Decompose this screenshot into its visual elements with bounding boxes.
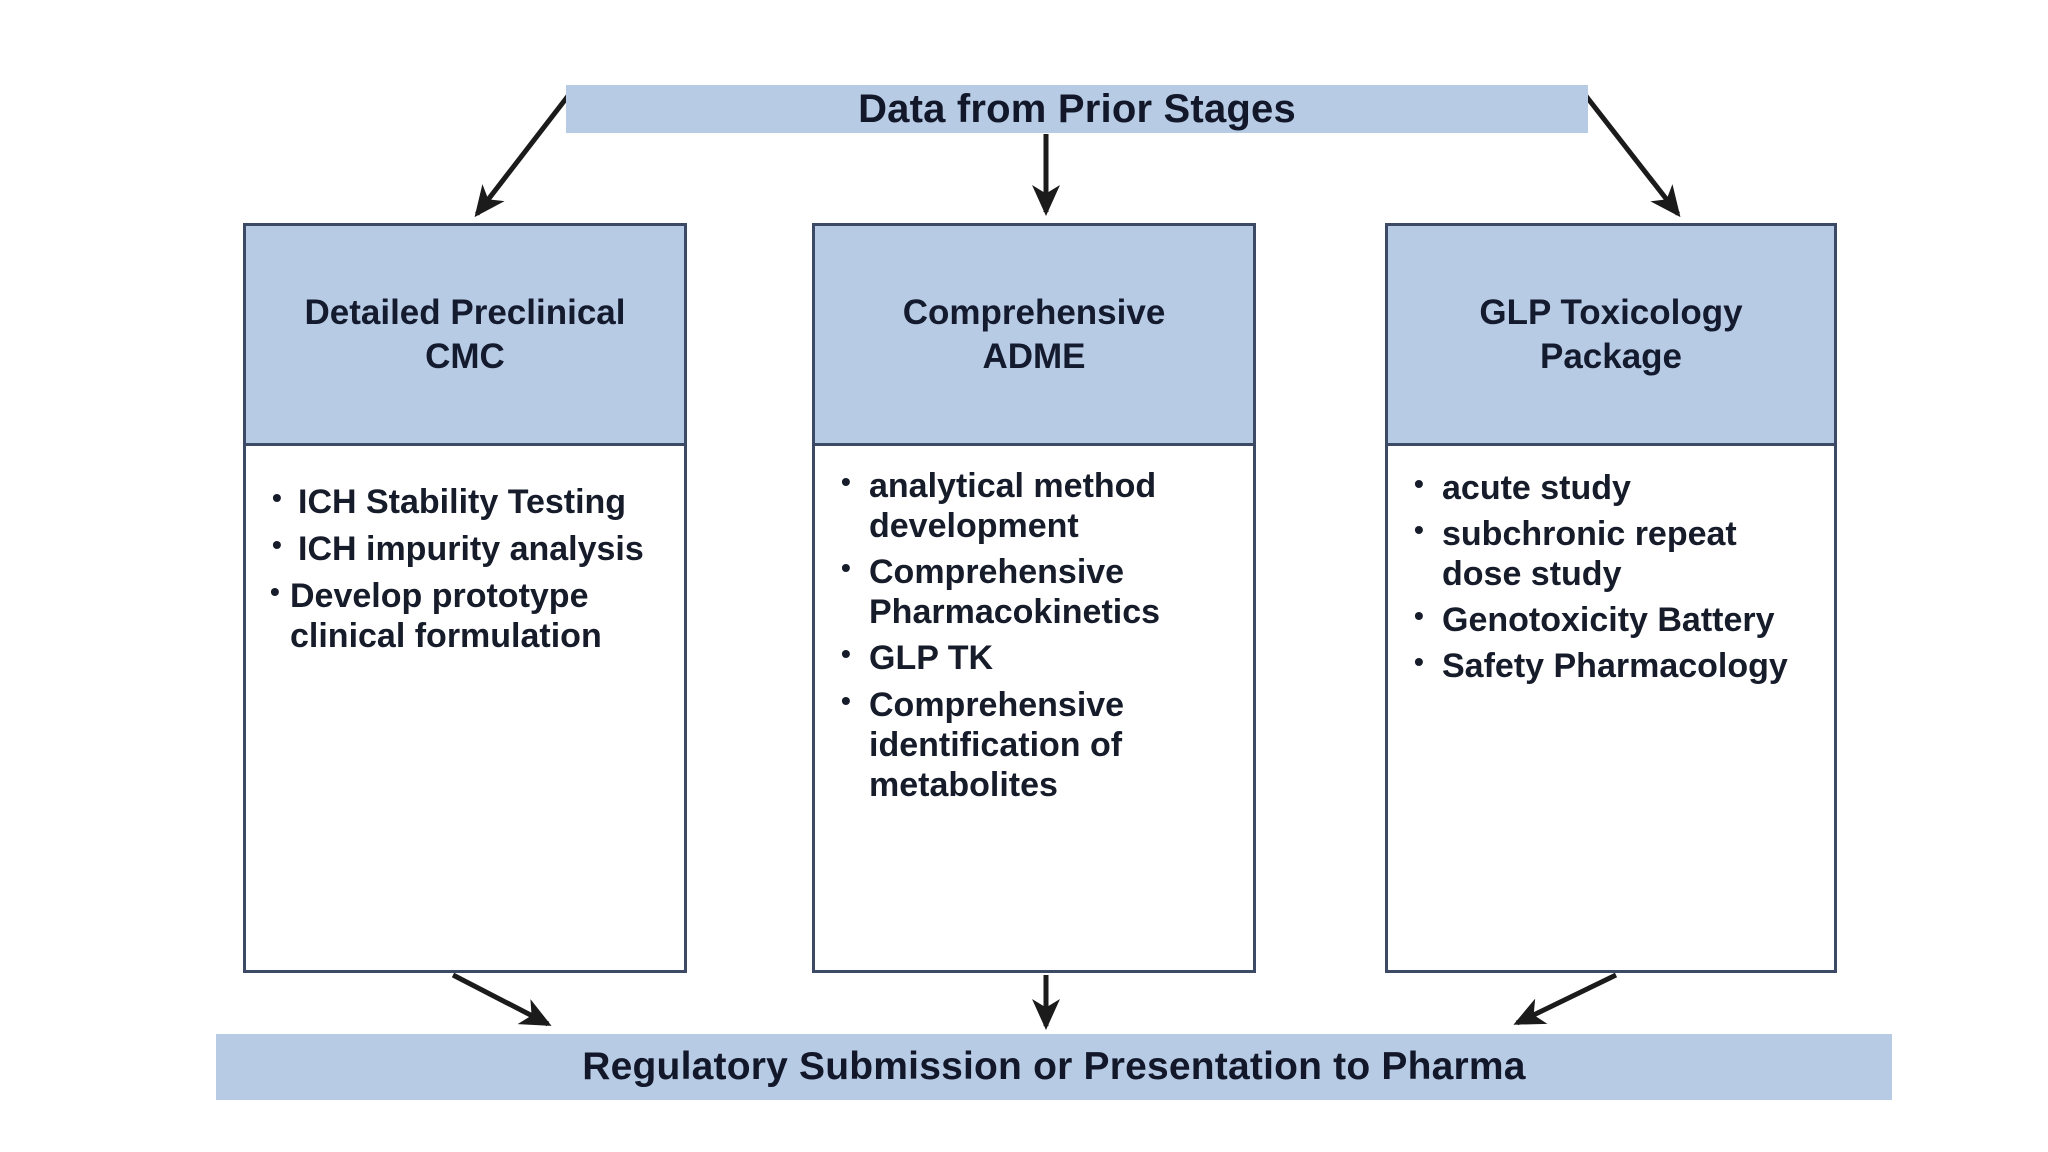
column-2-bullet-list: analytical method development Comprehens… <box>837 465 1237 805</box>
list-item: GLP TK <box>837 637 1237 678</box>
column-2-header: Comprehensive ADME <box>815 226 1253 446</box>
column-comprehensive-adme: Comprehensive ADME analytical method dev… <box>812 223 1256 973</box>
list-item: subchronic repeat dose study <box>1410 513 1818 594</box>
list-item: Comprehensive identification of metaboli… <box>837 684 1237 805</box>
bottom-banner-label: Regulatory Submission or Presentation to… <box>582 1045 1526 1088</box>
list-item: ICH impurity analysis <box>268 528 668 569</box>
list-item: Safety Pharmacology <box>1410 645 1818 686</box>
list-item: acute study <box>1410 467 1818 508</box>
list-item: Comprehensive Pharmacokinetics <box>837 551 1237 632</box>
top-banner: Data from Prior Stages <box>566 85 1588 133</box>
bottom-banner: Regulatory Submission or Presentation to… <box>216 1034 1892 1100</box>
list-item: ICH Stability Testing <box>268 481 668 522</box>
column-2-body: analytical method development Comprehens… <box>815 446 1253 970</box>
column-detailed-preclinical-cmc: Detailed Preclinical CMC ICH Stability T… <box>243 223 687 973</box>
connector-column-1-to-bottom <box>451 972 552 1027</box>
column-1-header: Detailed Preclinical CMC <box>246 226 684 446</box>
connector-top-to-column-3 <box>1584 94 1681 218</box>
column-3-bullet-list: acute study subchronic repeat dose study… <box>1410 467 1818 687</box>
top-banner-label: Data from Prior Stages <box>858 86 1296 131</box>
list-item: Develop prototype clinical formulation <box>268 575 668 656</box>
connector-top-to-column-1 <box>474 94 570 218</box>
column-1-bullet-list: ICH Stability Testing ICH impurity analy… <box>268 481 668 656</box>
connector-column-3-to-bottom <box>1513 972 1618 1026</box>
column-3-body: acute study subchronic repeat dose study… <box>1388 446 1834 970</box>
list-item: Genotoxicity Battery <box>1410 599 1818 640</box>
column-1-body: ICH Stability Testing ICH impurity analy… <box>246 446 684 970</box>
column-3-header: GLP Toxicology Package <box>1388 226 1834 446</box>
column-glp-toxicology-package: GLP Toxicology Package acute study subch… <box>1385 223 1837 973</box>
list-item: analytical method development <box>837 465 1237 546</box>
